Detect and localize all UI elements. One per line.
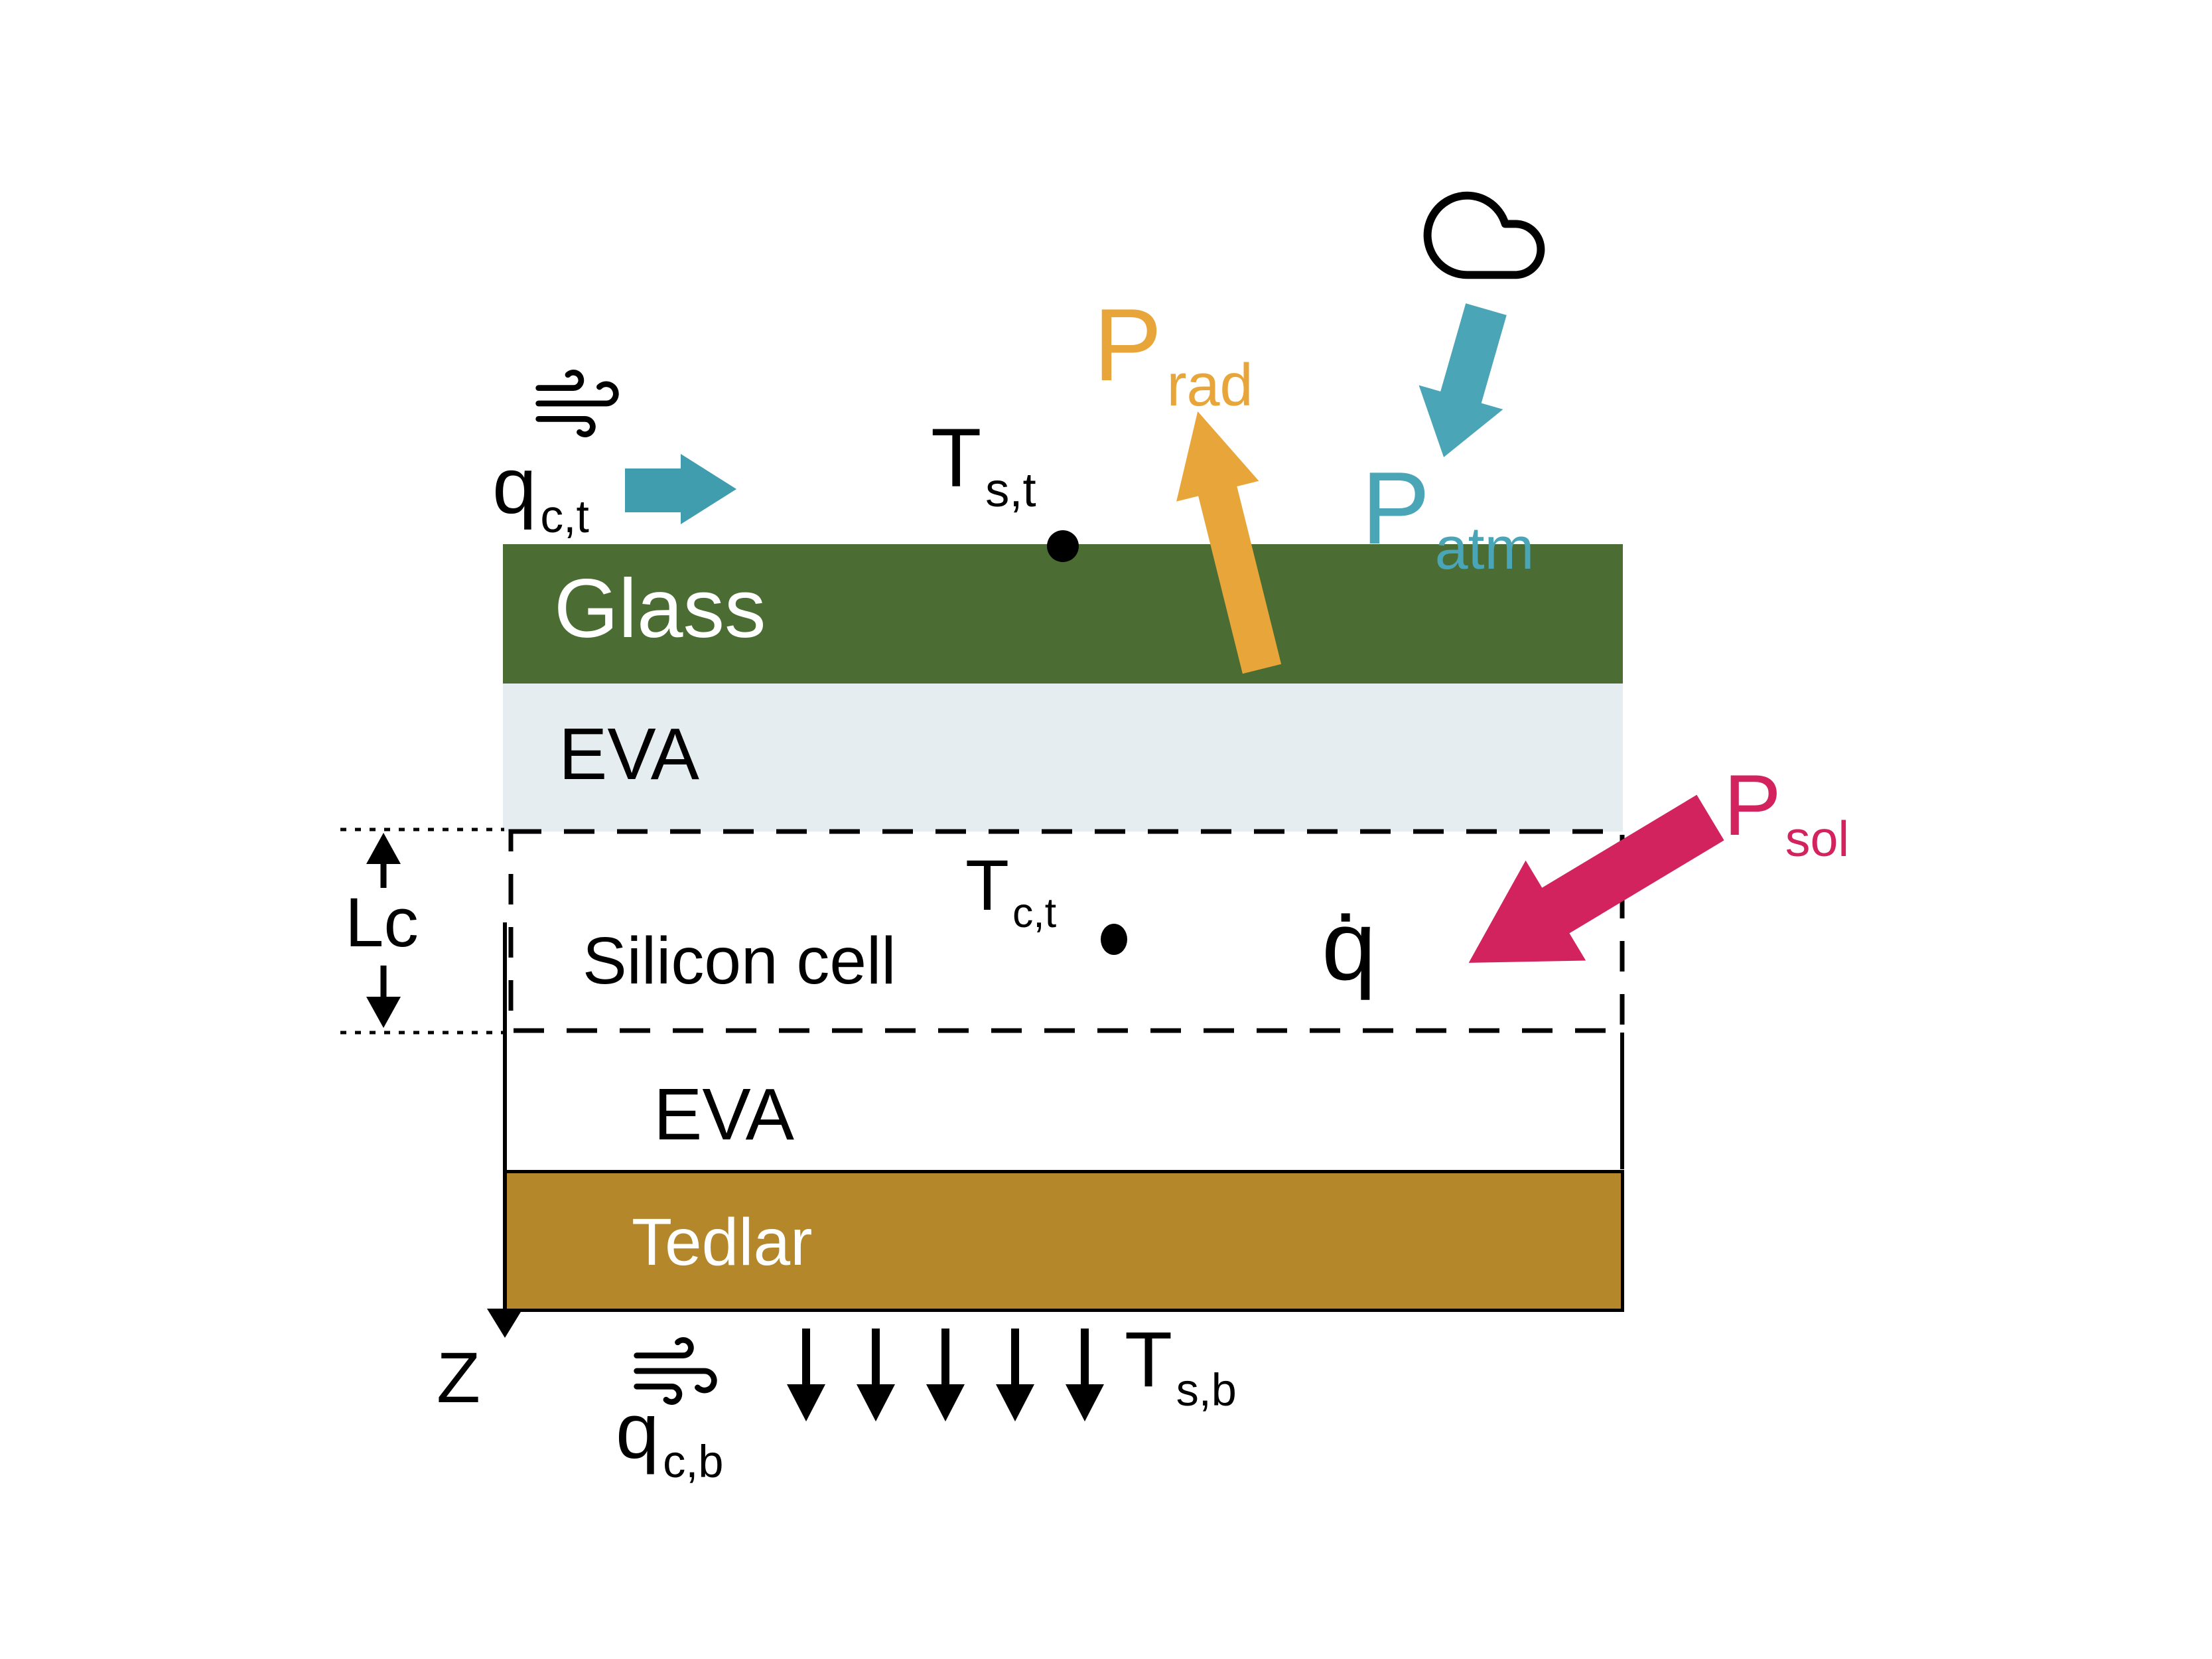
p-sol-arrow [1468,794,1724,963]
t-surface-top-label: Ts,t [931,412,1036,518]
wind-icon [535,370,619,437]
layer-tedlar [503,1170,1624,1312]
lc-dimension-arrows [366,833,401,1028]
p-rad-label: Prad [1093,287,1253,419]
layer-eva-top [503,684,1623,831]
p-atm-label: Patm [1361,451,1535,582]
silicon-cell-layer-label: Silicon cell [583,924,896,998]
t-surface-bottom-label: Ts,b [1125,1316,1237,1415]
t-surface-top-point-dot [1047,530,1079,562]
layer-eva-bottom [503,1031,1623,1170]
p-sol-label: Psol [1724,757,1850,867]
cloud-icon [1423,191,1545,279]
eva-top-layer-label: EVA [559,713,699,795]
tedlar-layer-label: Tedlar [632,1205,813,1279]
p-atm-arrow [1418,303,1507,458]
glass-layer-label: Glass [554,563,766,655]
cell-thickness-label: Lc [345,884,419,962]
z-axis-arrow [487,922,523,1338]
silicon-cell-dashed-box [508,829,1625,1033]
wind-icon [634,1337,717,1405]
p-rad-arrow [1176,411,1282,674]
bottom-heat-arrows [787,1329,1104,1421]
q-conv-top-label: qc,t [492,441,589,543]
t-cell-top-label: Tc,t [965,845,1057,937]
q-gen-symbol: q̇ [1322,891,1377,1001]
layer-glass [503,544,1623,684]
q-conv-top-arrow [625,454,736,524]
z-axis-label: Z [437,1337,480,1417]
t-cell-top-point-dot [1101,924,1127,955]
q-conv-bottom-label: qc,b [616,1388,724,1487]
eva-bottom-layer-label: EVA [654,1074,794,1155]
